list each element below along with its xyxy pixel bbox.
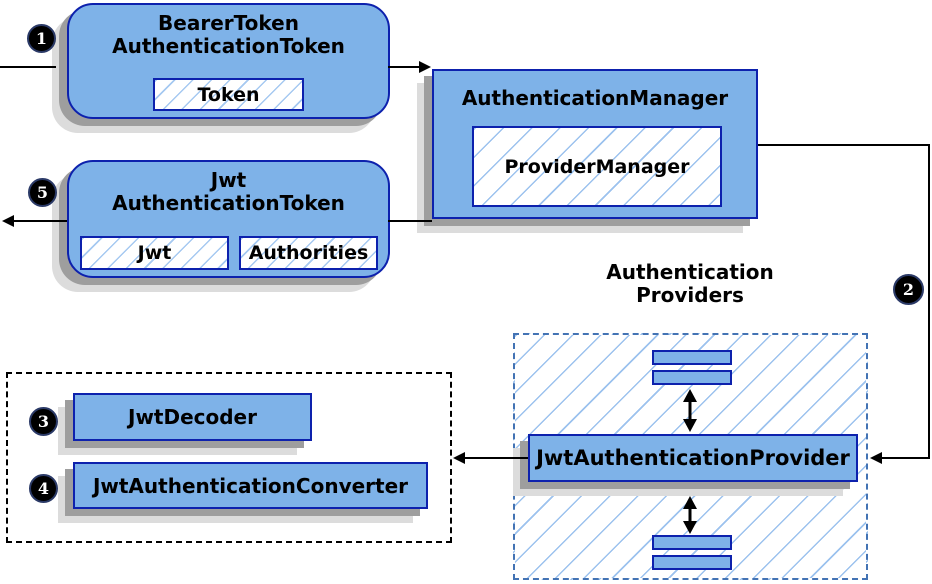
arrowhead-into-providers-icon bbox=[870, 452, 882, 464]
providers-group-title: Authentication Providers bbox=[565, 261, 815, 307]
providers-group-title-line1: Authentication bbox=[606, 260, 774, 284]
jwt-authentication-provider-label: JwtAuthenticationProvider bbox=[536, 446, 850, 470]
provider-manager-box: ProviderManager bbox=[472, 126, 722, 207]
bearer-token-title: BearerToken AuthenticationToken bbox=[69, 5, 388, 58]
jwt-authentication-converter-label: JwtAuthenticationConverter bbox=[92, 473, 409, 498]
jwt-authentication-provider-box: JwtAuthenticationProvider bbox=[528, 434, 858, 482]
jwt-decoder-label: JwtDecoder bbox=[128, 405, 257, 429]
step-3-badge: 3 bbox=[29, 407, 58, 436]
step-1-badge: 1 bbox=[27, 24, 56, 53]
provider-manager-label: ProviderManager bbox=[504, 155, 690, 178]
jwt-authentication-token-box: Jwt AuthenticationToken Jwt Authorities bbox=[67, 160, 390, 278]
step-3-number: 3 bbox=[37, 412, 50, 431]
token-field-label: Token bbox=[197, 83, 260, 106]
step-2-number: 2 bbox=[902, 280, 915, 299]
bearer-token-title-line1: BearerToken bbox=[158, 11, 299, 35]
bearer-token-authentication-token-box: BearerToken AuthenticationToken Token bbox=[67, 3, 390, 119]
bearer-token-title-line2: AuthenticationToken bbox=[112, 34, 345, 58]
jwt-token-title-line1: Jwt bbox=[210, 168, 247, 192]
arrowhead-into-manager-icon bbox=[419, 61, 431, 73]
token-field: Token bbox=[153, 78, 304, 111]
jwt-authentication-converter-box: JwtAuthenticationConverter bbox=[73, 462, 428, 509]
authorities-field-label: Authorities bbox=[248, 242, 369, 264]
jwt-field-label: Jwt bbox=[137, 242, 172, 264]
step-4-number: 4 bbox=[37, 479, 50, 498]
step-5-badge: 5 bbox=[28, 178, 57, 207]
provider-slot-bar-2 bbox=[652, 370, 732, 385]
authentication-manager-box: AuthenticationManager ProviderManager bbox=[432, 69, 758, 219]
arrowhead-into-decoder-group-icon bbox=[453, 452, 465, 464]
step-2-badge: 2 bbox=[893, 274, 924, 305]
step-5-number: 5 bbox=[36, 183, 49, 202]
jwt-token-title-line2: AuthenticationToken bbox=[112, 191, 345, 215]
provider-slot-bar-1 bbox=[652, 350, 732, 365]
step-4-badge: 4 bbox=[29, 474, 58, 503]
jwt-token-title: Jwt AuthenticationToken bbox=[69, 162, 388, 215]
step-1-number: 1 bbox=[35, 29, 48, 48]
provider-slot-bar-4 bbox=[652, 555, 732, 570]
jwt-decoder-box: JwtDecoder bbox=[73, 393, 312, 441]
arrowhead-response-out-icon bbox=[2, 215, 14, 227]
decoder-converter-group bbox=[6, 372, 452, 543]
authentication-manager-title: AuthenticationManager bbox=[461, 86, 729, 110]
authorities-field: Authorities bbox=[239, 236, 378, 270]
providers-group-title-line2: Providers bbox=[636, 283, 744, 307]
provider-slot-bar-3 bbox=[652, 535, 732, 550]
jwt-field: Jwt bbox=[80, 236, 229, 270]
